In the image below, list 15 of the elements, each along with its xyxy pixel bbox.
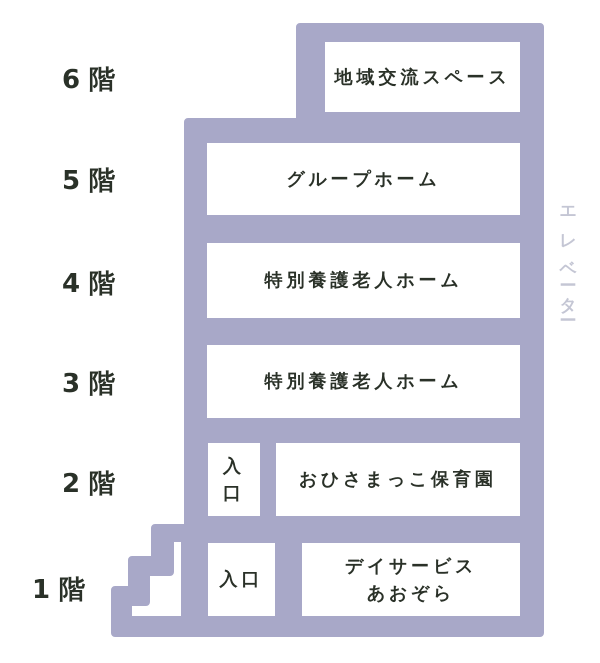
floor-label: 1 階 <box>32 574 86 607</box>
room-box: グループホーム <box>207 143 520 215</box>
floor-label: 6 階 <box>62 64 116 97</box>
floor-label: 5 階 <box>62 165 116 198</box>
room-box: デイサービスあおぞら <box>302 543 520 616</box>
room-box: 入口 <box>208 443 260 516</box>
room-box: 入口 <box>208 543 275 616</box>
floor-label: 3 階 <box>62 368 116 401</box>
room-box: 特別養護老人ホーム <box>207 243 520 318</box>
room-box: おひさまっこ保育園 <box>276 443 520 516</box>
room-box: 特別養護老人ホーム <box>207 345 520 418</box>
floor-label: 4 階 <box>62 268 116 301</box>
floor-label: 2 階 <box>62 468 116 501</box>
elevator-label: エレベーター <box>557 195 579 322</box>
room-box: 地域交流スペース <box>325 42 520 112</box>
